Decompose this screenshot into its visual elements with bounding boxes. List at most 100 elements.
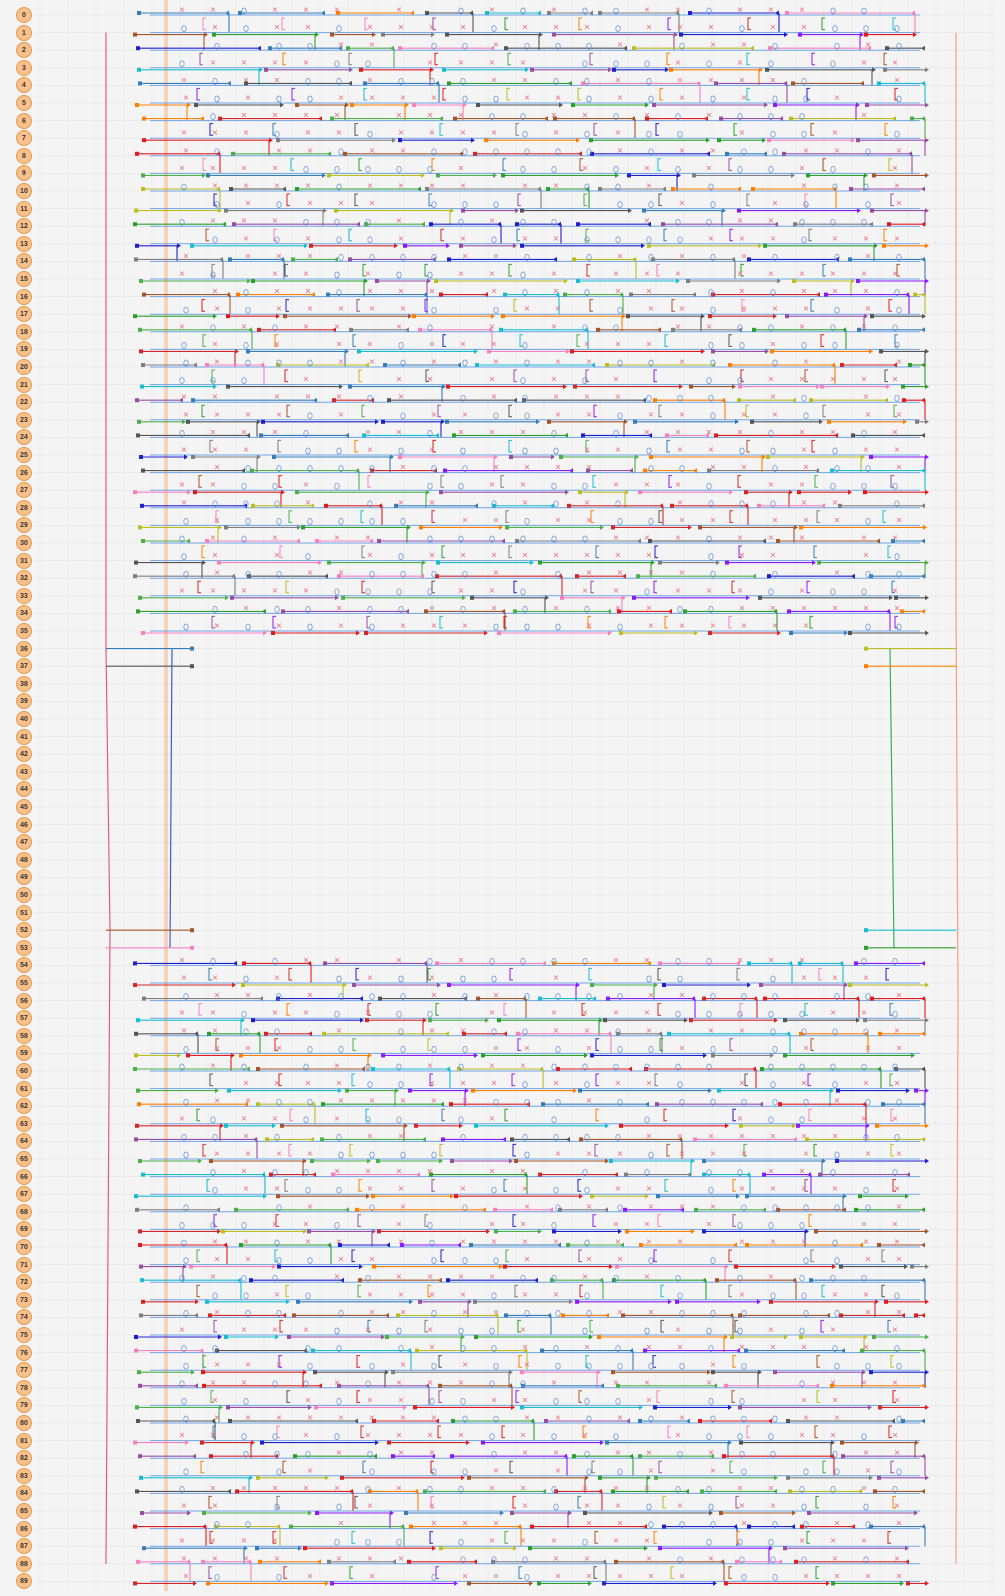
helix-label[interactable]: 56 (16, 992, 32, 1009)
helix-label[interactable]: 30 (16, 535, 32, 551)
helix-label[interactable]: 10 (16, 183, 32, 199)
helix-label[interactable]: 77 (16, 1362, 32, 1379)
crossover-bracket (209, 1531, 213, 1544)
helix-label[interactable]: 46 (16, 816, 32, 833)
helix-label[interactable]: 44 (16, 781, 32, 798)
helix-label[interactable]: 50 (16, 887, 32, 903)
helix-label[interactable]: 75 (16, 1327, 32, 1343)
helix-label[interactable]: 84 (16, 1485, 32, 1502)
helix-label[interactable]: 2 (16, 42, 32, 59)
helix-label[interactable]: 81 (16, 1432, 32, 1449)
helix-label[interactable]: 40 (16, 711, 32, 727)
helix-label[interactable]: 72 (16, 1274, 32, 1291)
helix-label[interactable]: 69 (16, 1221, 32, 1238)
helix-label[interactable]: 70 (16, 1239, 32, 1255)
helix-label[interactable]: 79 (16, 1397, 32, 1414)
helix-label[interactable]: 7 (16, 130, 32, 147)
helix-label[interactable]: 78 (16, 1379, 32, 1396)
helix-label[interactable]: 0 (16, 7, 32, 23)
helix-label[interactable]: 82 (16, 1450, 32, 1467)
helix-label[interactable]: 34 (16, 605, 32, 622)
helix-label[interactable]: 31 (16, 552, 32, 569)
helix-label[interactable]: 89 (16, 1573, 32, 1590)
deletion-mark: × (830, 269, 837, 278)
deletion-mark: × (493, 251, 500, 260)
helix-label[interactable]: 48 (16, 851, 32, 868)
helix-label[interactable]: 16 (16, 288, 32, 305)
helix-label[interactable]: 86 (16, 1520, 32, 1537)
helix-label[interactable]: 83 (16, 1467, 32, 1484)
helix-label[interactable]: 12 (16, 218, 32, 235)
helix-label[interactable]: 6 (16, 112, 32, 129)
helix-label[interactable]: 26 (16, 464, 32, 481)
helix-label[interactable]: 45 (16, 799, 32, 815)
helix-label[interactable]: 62 (16, 1098, 32, 1115)
helix-label[interactable]: 15 (16, 271, 32, 287)
helix-label[interactable]: 54 (16, 957, 32, 974)
helix-label[interactable]: 27 (16, 482, 32, 499)
staple-end (429, 222, 433, 227)
helix-label[interactable]: 32 (16, 570, 32, 587)
helix-label[interactable]: 8 (16, 147, 32, 164)
helix-label[interactable]: 20 (16, 359, 32, 375)
deletion-mark: × (801, 973, 808, 982)
helix-label[interactable]: 37 (16, 658, 32, 675)
staple-end (138, 81, 142, 86)
helix-label[interactable]: 49 (16, 869, 32, 886)
helix-label[interactable]: 13 (16, 235, 32, 252)
insertion-loop (245, 570, 251, 578)
helix-label[interactable]: 52 (16, 922, 32, 939)
helix-label[interactable]: 55 (16, 975, 32, 991)
helix-label[interactable]: 76 (16, 1344, 32, 1361)
helix-label[interactable]: 88 (16, 1555, 32, 1572)
helix-label[interactable]: 3 (16, 59, 32, 76)
helix-label[interactable]: 29 (16, 517, 32, 534)
helix-label[interactable]: 63 (16, 1115, 32, 1132)
helix-label[interactable]: 28 (16, 499, 32, 516)
helix-label[interactable]: 68 (16, 1203, 32, 1220)
helix-label[interactable]: 9 (16, 165, 32, 182)
helix-label[interactable]: 65 (16, 1151, 32, 1167)
helix-label[interactable]: 36 (16, 640, 32, 657)
helix-label[interactable]: 85 (16, 1503, 32, 1519)
helix-label[interactable]: 67 (16, 1186, 32, 1203)
helix-label[interactable]: 74 (16, 1309, 32, 1326)
helix-label[interactable]: 11 (16, 200, 32, 217)
helix-label[interactable]: 73 (16, 1291, 32, 1308)
helix-label[interactable]: 59 (16, 1045, 32, 1062)
helix-label[interactable]: 42 (16, 746, 32, 763)
helix-label[interactable]: 53 (16, 939, 32, 956)
helix-label[interactable]: 38 (16, 675, 32, 692)
helix-label[interactable]: 80 (16, 1415, 32, 1431)
helix-label[interactable]: 4 (16, 77, 32, 94)
helix-label[interactable]: 17 (16, 306, 32, 323)
helix-label[interactable]: 21 (16, 376, 32, 393)
helix-label[interactable]: 1 (16, 24, 32, 41)
helix-label[interactable]: 64 (16, 1133, 32, 1150)
helix-label[interactable]: 66 (16, 1168, 32, 1185)
helix-label[interactable]: 5 (16, 95, 32, 111)
helix-label[interactable]: 22 (16, 394, 32, 411)
helix-label[interactable]: 61 (16, 1080, 32, 1097)
deletion-mark: × (586, 1519, 593, 1528)
helix-label[interactable]: 71 (16, 1256, 32, 1273)
helix-label[interactable]: 57 (16, 1010, 32, 1027)
helix-label[interactable]: 25 (16, 447, 32, 463)
helix-label[interactable]: 14 (16, 253, 32, 270)
helix-label[interactable]: 47 (16, 834, 32, 851)
helix-label[interactable]: 33 (16, 587, 32, 604)
helix-label[interactable]: 39 (16, 693, 32, 710)
helix-label[interactable]: 87 (16, 1538, 32, 1555)
helix-label[interactable]: 23 (16, 411, 32, 428)
helix-label[interactable]: 24 (16, 429, 32, 446)
helix-label[interactable]: 51 (16, 904, 32, 921)
helix-label[interactable]: 58 (16, 1027, 32, 1044)
crossover-bracket (655, 123, 659, 136)
helix-label[interactable]: 60 (16, 1063, 32, 1079)
staple-arrow (282, 186, 286, 192)
helix-label[interactable]: 41 (16, 728, 32, 745)
helix-label[interactable]: 18 (16, 323, 32, 340)
helix-label[interactable]: 43 (16, 763, 32, 780)
helix-label[interactable]: 35 (16, 623, 32, 639)
helix-label[interactable]: 19 (16, 341, 32, 358)
